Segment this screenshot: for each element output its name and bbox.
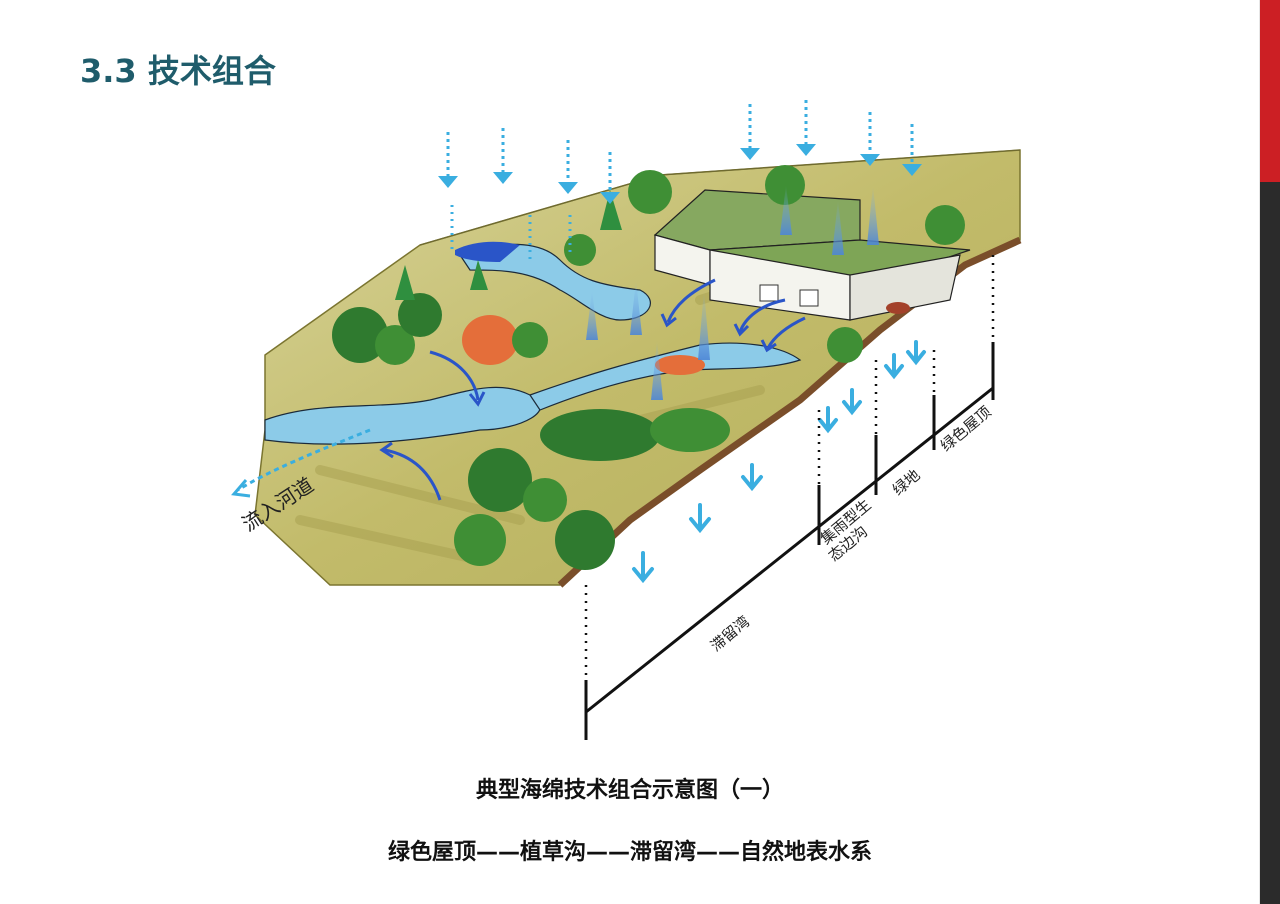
- underground-infiltration-arrows: [632, 340, 926, 584]
- flow-arrow-icon: [660, 278, 716, 328]
- side-bar-red-segment: [1260, 0, 1280, 182]
- down-arrow-icon: [632, 551, 654, 584]
- rain-arrow-icon: [796, 100, 816, 156]
- sponge-technology-illustration: 流入河道 滞留湾 集雨型生 态边沟 绿地 绿色屋顶: [231, 100, 1022, 740]
- figure-caption: 典型海绵技术组合示意图（一）: [475, 778, 784, 803]
- green-land-label: 绿地: [889, 466, 924, 499]
- rain-arrow-icon: [558, 140, 578, 194]
- rain-arrow-icon: [860, 112, 880, 166]
- technology-sequence-caption: 绿色屋顶——植草沟——滞留湾——自然地表水系: [387, 840, 872, 865]
- slide-title: 3.3 技术组合: [80, 52, 276, 90]
- down-arrow-icon: [906, 340, 926, 366]
- rain-arrow-icon: [493, 128, 513, 184]
- rain-arrow-icon: [600, 152, 620, 204]
- section-dimension-lines: [584, 255, 995, 740]
- trees: [332, 165, 965, 570]
- infiltration-beams: [450, 185, 879, 400]
- flow-arrow-icon: [760, 316, 806, 353]
- down-arrow-icon: [741, 463, 763, 492]
- down-arrow-icon: [842, 388, 862, 416]
- side-bar-dark-segment: [1260, 182, 1280, 904]
- rain-arrow-icon: [902, 124, 922, 176]
- flow-arrow-icon: [429, 350, 486, 407]
- down-arrow-icon: [689, 503, 711, 534]
- down-arrow-icon: [818, 406, 838, 434]
- flow-arrow-icon: [733, 298, 786, 337]
- rain-arrows: [438, 100, 922, 204]
- river-outflow-arrow-icon: [231, 428, 371, 498]
- water-channels: [264, 241, 802, 445]
- retention-bay-label: 滞留湾: [707, 612, 753, 655]
- surface-flow-arrows: [379, 278, 806, 501]
- flow-arrow-icon: [379, 441, 442, 501]
- rain-arrow-icon: [740, 104, 760, 160]
- rain-arrow-icon: [438, 132, 458, 188]
- down-arrow-icon: [884, 353, 904, 380]
- slide-side-bar: [1259, 0, 1280, 904]
